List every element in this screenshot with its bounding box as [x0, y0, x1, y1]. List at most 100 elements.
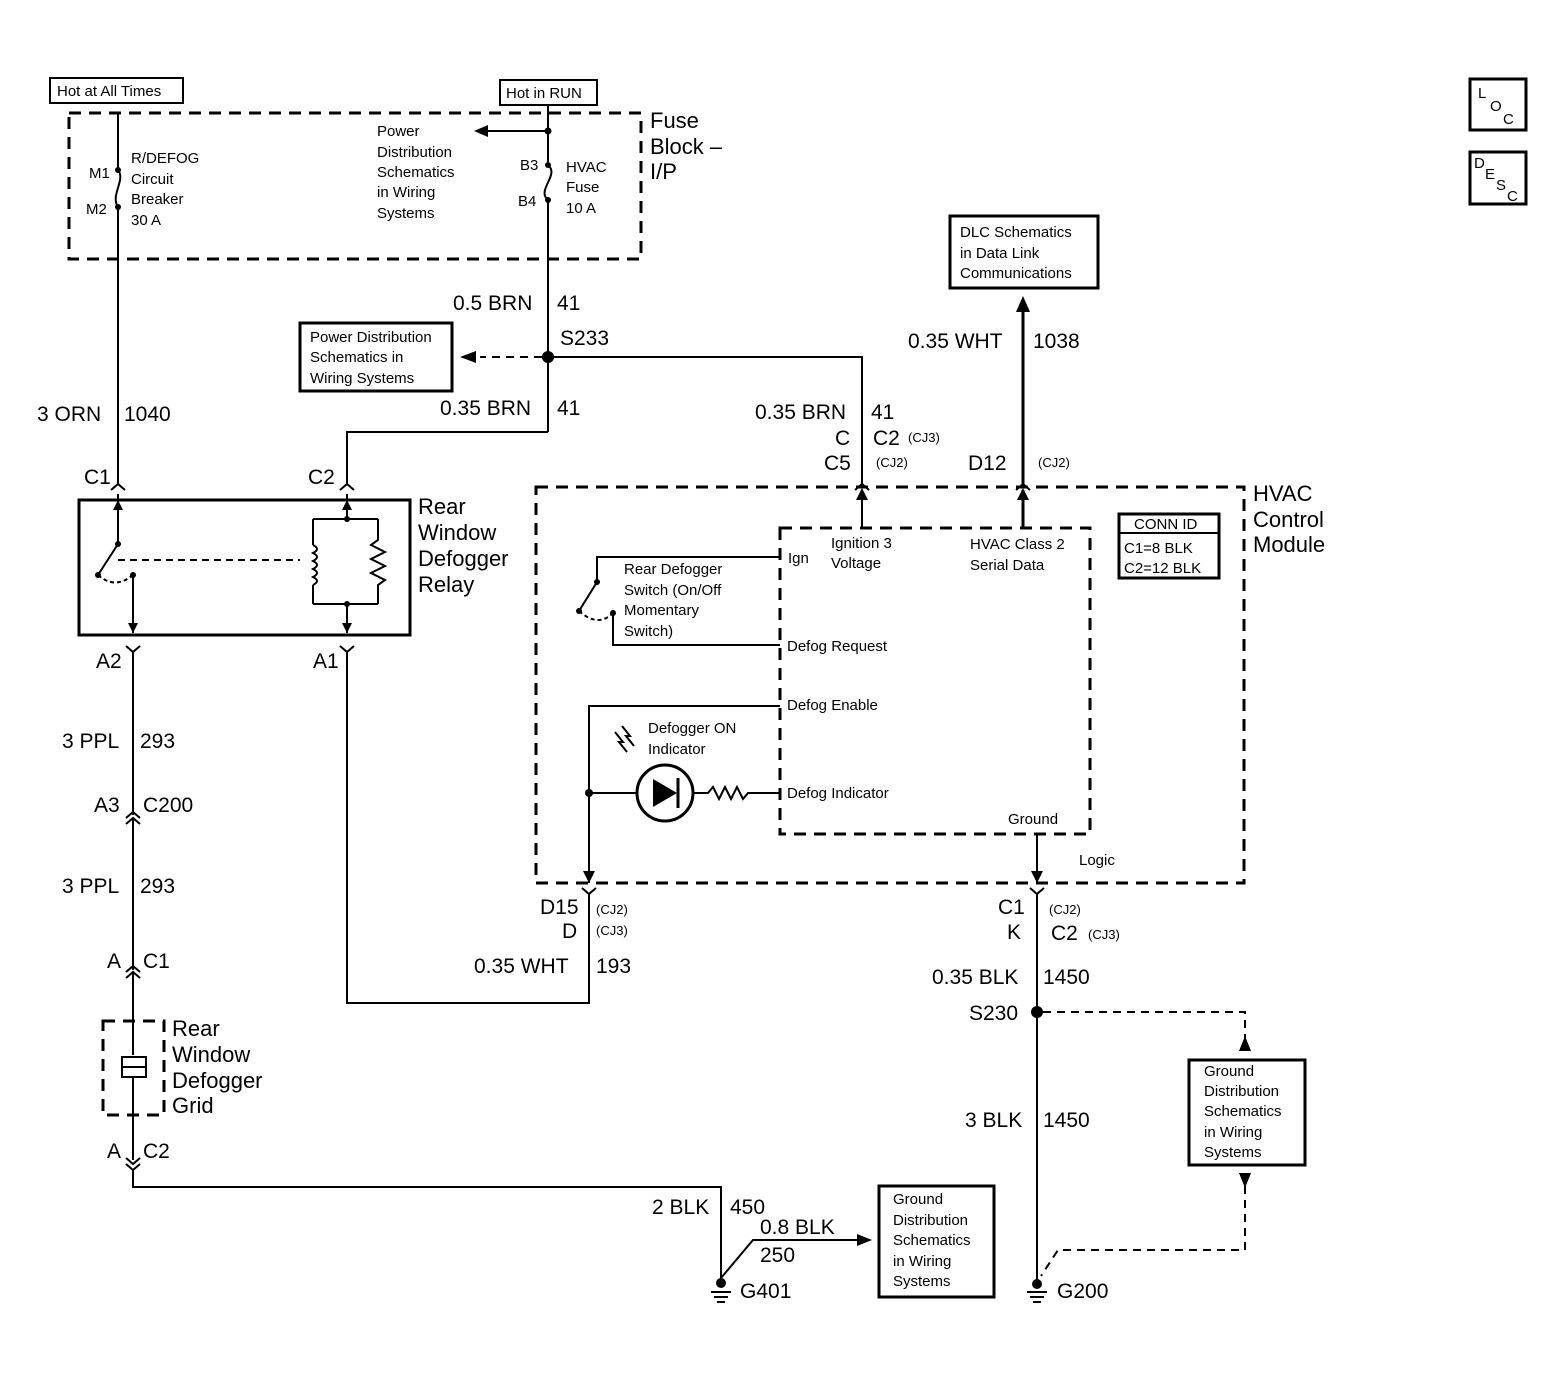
indicator-resistor	[693, 784, 780, 802]
dlc-schematics-box[interactable]	[948, 214, 1100, 290]
dlc-2: in Data Link	[960, 245, 1040, 262]
ground-box-right-arrow-up	[1239, 1036, 1251, 1051]
w-3ppl-b: 3 PPL	[62, 875, 119, 898]
loc-button[interactable]	[1468, 77, 1528, 132]
k-pin: K	[1007, 921, 1021, 944]
rear-window-defogger-relay	[77, 498, 412, 637]
d15-label: D15	[540, 896, 579, 919]
n293a: 293	[140, 730, 175, 753]
w-035brn-b: 0.35 BRN	[755, 401, 846, 424]
gdl-4: in Wiring	[893, 1253, 951, 1270]
cj3-b: (CJ3)	[596, 923, 628, 938]
switch-arc	[578, 610, 614, 621]
gdl-2: Distribution	[893, 1212, 968, 1229]
desc-button[interactable]	[1468, 150, 1528, 206]
hvac-fuse-1: HVAC	[566, 159, 607, 176]
m2-label: M2	[86, 201, 107, 218]
ground-distribution-box-left[interactable]	[877, 1184, 996, 1299]
pd-top-1: Power	[377, 123, 420, 140]
hot-at-all-times-box	[49, 77, 184, 104]
ign3-1: Ignition 3	[831, 535, 892, 552]
defog-enable-label: Defog Enable	[787, 697, 878, 714]
c1-bot-label: C1	[998, 896, 1025, 919]
conn-id-box	[1117, 512, 1221, 580]
fuse-block-label-2: Block –	[650, 134, 723, 159]
d15-pin	[581, 887, 597, 896]
desc-d: D	[1474, 155, 1485, 172]
w-3orn: 3 ORN	[37, 403, 101, 426]
n41a: 41	[557, 292, 580, 315]
a-c1: A	[107, 950, 121, 973]
switch-1: Rear Defogger	[624, 561, 722, 578]
c2-relay-label: C2	[308, 466, 335, 489]
fuse-block-label-1: Fuse	[650, 108, 699, 133]
relay-a2-arrow	[128, 623, 138, 633]
class2-1: HVAC Class 2	[970, 536, 1065, 553]
defog-indicator-label: Defog Indicator	[787, 785, 889, 802]
switch-4: Switch)	[624, 623, 673, 640]
s230-label: S230	[969, 1002, 1018, 1025]
gdr-2: Distribution	[1204, 1083, 1279, 1100]
relay-coil-symbol	[310, 544, 318, 586]
n1450b: 1450	[1043, 1109, 1090, 1132]
cj3-c: (CJ3)	[1088, 927, 1120, 942]
a1-label: A1	[313, 650, 339, 673]
grid-c2-pin-a	[125, 1157, 141, 1166]
loc-c: C	[1503, 111, 1514, 128]
conn-c1: C1=8 BLK	[1124, 540, 1193, 557]
blk-ground-wire	[132, 1170, 722, 1280]
led-triangle	[653, 779, 677, 807]
a-c2: A	[107, 1140, 121, 1163]
hvac-name-3: Module	[1253, 532, 1325, 557]
c-pin: C	[835, 427, 850, 450]
c1-grid: C1	[143, 950, 170, 973]
ground-box-right-arrow-down	[1239, 1173, 1251, 1188]
logic-label: Logic	[1079, 852, 1115, 869]
w-3blk: 3 BLK	[965, 1109, 1022, 1132]
hvac-fuse-3: 10 A	[566, 200, 596, 217]
pd-top-2: Distribution	[377, 144, 452, 161]
hvac-fuse-2: Fuse	[566, 179, 599, 196]
w-05brn: 0.5 BRN	[453, 292, 532, 315]
pd-top-5: Systems	[377, 205, 435, 222]
pd-arrow-head	[474, 125, 488, 137]
s230-splice	[1031, 1006, 1043, 1018]
a1-pin	[339, 645, 355, 654]
g200-point	[1032, 1279, 1042, 1289]
relay-name-1: Rear	[418, 494, 466, 519]
g401-label: G401	[740, 1280, 791, 1303]
d15-arrow	[583, 871, 595, 883]
conn-id-title: CONN ID	[1134, 516, 1198, 533]
c2-grid: C2	[143, 1140, 170, 1163]
s233-label: S233	[560, 327, 609, 350]
w-035brn-a: 0.35 BRN	[440, 397, 531, 420]
ign3-2: Voltage	[831, 555, 881, 572]
a2-label: A2	[96, 650, 122, 673]
relay-c1-arrow	[113, 500, 123, 510]
pd-box-2: Schematics in	[310, 349, 403, 366]
ground-distribution-box-right[interactable]	[1187, 1058, 1307, 1167]
a2-pin	[125, 645, 141, 654]
relay-resistor	[368, 519, 388, 604]
fuse-block-outline	[67, 111, 643, 261]
n193: 193	[596, 955, 631, 978]
defog-on-2: Indicator	[648, 741, 706, 758]
d12-label: D12	[968, 452, 1007, 475]
power-distribution-box[interactable]	[298, 321, 454, 393]
light-rays-icon	[614, 725, 635, 753]
cb-desc-1: R/DEFOG	[131, 150, 199, 167]
c2-bot-label: C2	[1051, 922, 1078, 945]
ign-label: Ign	[788, 550, 809, 567]
s230-dashed-link	[1043, 1011, 1246, 1038]
n41b: 41	[557, 397, 580, 420]
w-08blk: 0.8 BLK	[760, 1216, 835, 1239]
gdl-1: Ground	[893, 1191, 943, 1208]
n1040: 1040	[124, 403, 171, 426]
hot-at-all-times-label: Hot at All Times	[57, 83, 161, 100]
brn-wire-hvac	[548, 356, 863, 485]
defog-request-wire	[612, 613, 780, 646]
desc-c: C	[1507, 188, 1518, 205]
cj2-c: (CJ2)	[596, 902, 628, 917]
grid-c1-pin-a	[125, 964, 141, 973]
n41c: 41	[871, 401, 894, 424]
